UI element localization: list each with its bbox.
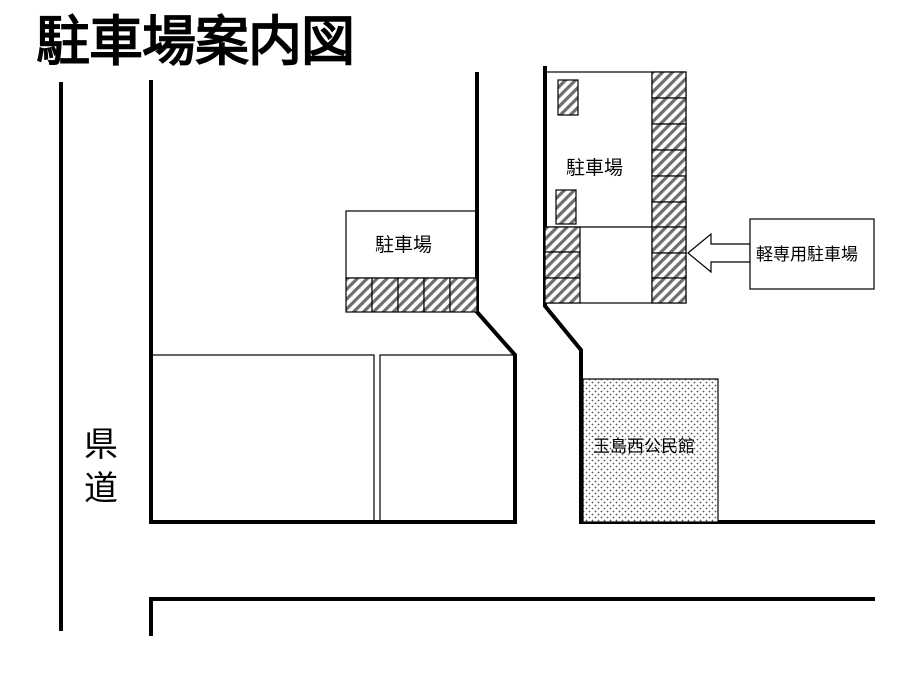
parking-space <box>651 277 687 304</box>
kei-parking-label: 軽専用駐車場 <box>756 245 858 265</box>
parking-space <box>544 226 581 253</box>
parking-space <box>345 277 373 313</box>
parking-space <box>651 97 687 125</box>
parking-a-spaces <box>345 277 478 313</box>
road-label-michi: 道 <box>84 469 118 509</box>
parking-space <box>371 277 399 313</box>
building-left-2 <box>379 354 516 523</box>
parking-space <box>397 277 425 313</box>
parking-space <box>651 123 687 151</box>
bottom-road-line <box>149 597 875 636</box>
kei-parking-box <box>749 218 875 290</box>
parking-space <box>423 277 451 313</box>
parking-space <box>651 201 687 228</box>
parking-b-label: 駐車場 <box>566 157 623 179</box>
parking-space <box>544 277 581 304</box>
parking-space <box>544 251 581 279</box>
parking-space <box>651 149 687 177</box>
parking-space <box>449 277 478 313</box>
community-hall-label: 玉島西公民館 <box>593 437 695 457</box>
parking-space <box>651 175 687 203</box>
building-left-1 <box>150 354 375 523</box>
parking-space <box>557 79 579 116</box>
parking-space <box>651 252 687 279</box>
community-hall <box>582 378 719 523</box>
parking-space <box>651 226 687 254</box>
page-title: 駐車場案内図 <box>36 10 355 73</box>
parking-b-spaces <box>544 71 687 304</box>
road-label-ken: 県 <box>84 425 118 465</box>
parking-space <box>555 189 577 225</box>
kei-parking-arrow <box>687 232 751 274</box>
parking-a-label: 駐車場 <box>375 234 432 256</box>
parking-space <box>651 71 687 99</box>
